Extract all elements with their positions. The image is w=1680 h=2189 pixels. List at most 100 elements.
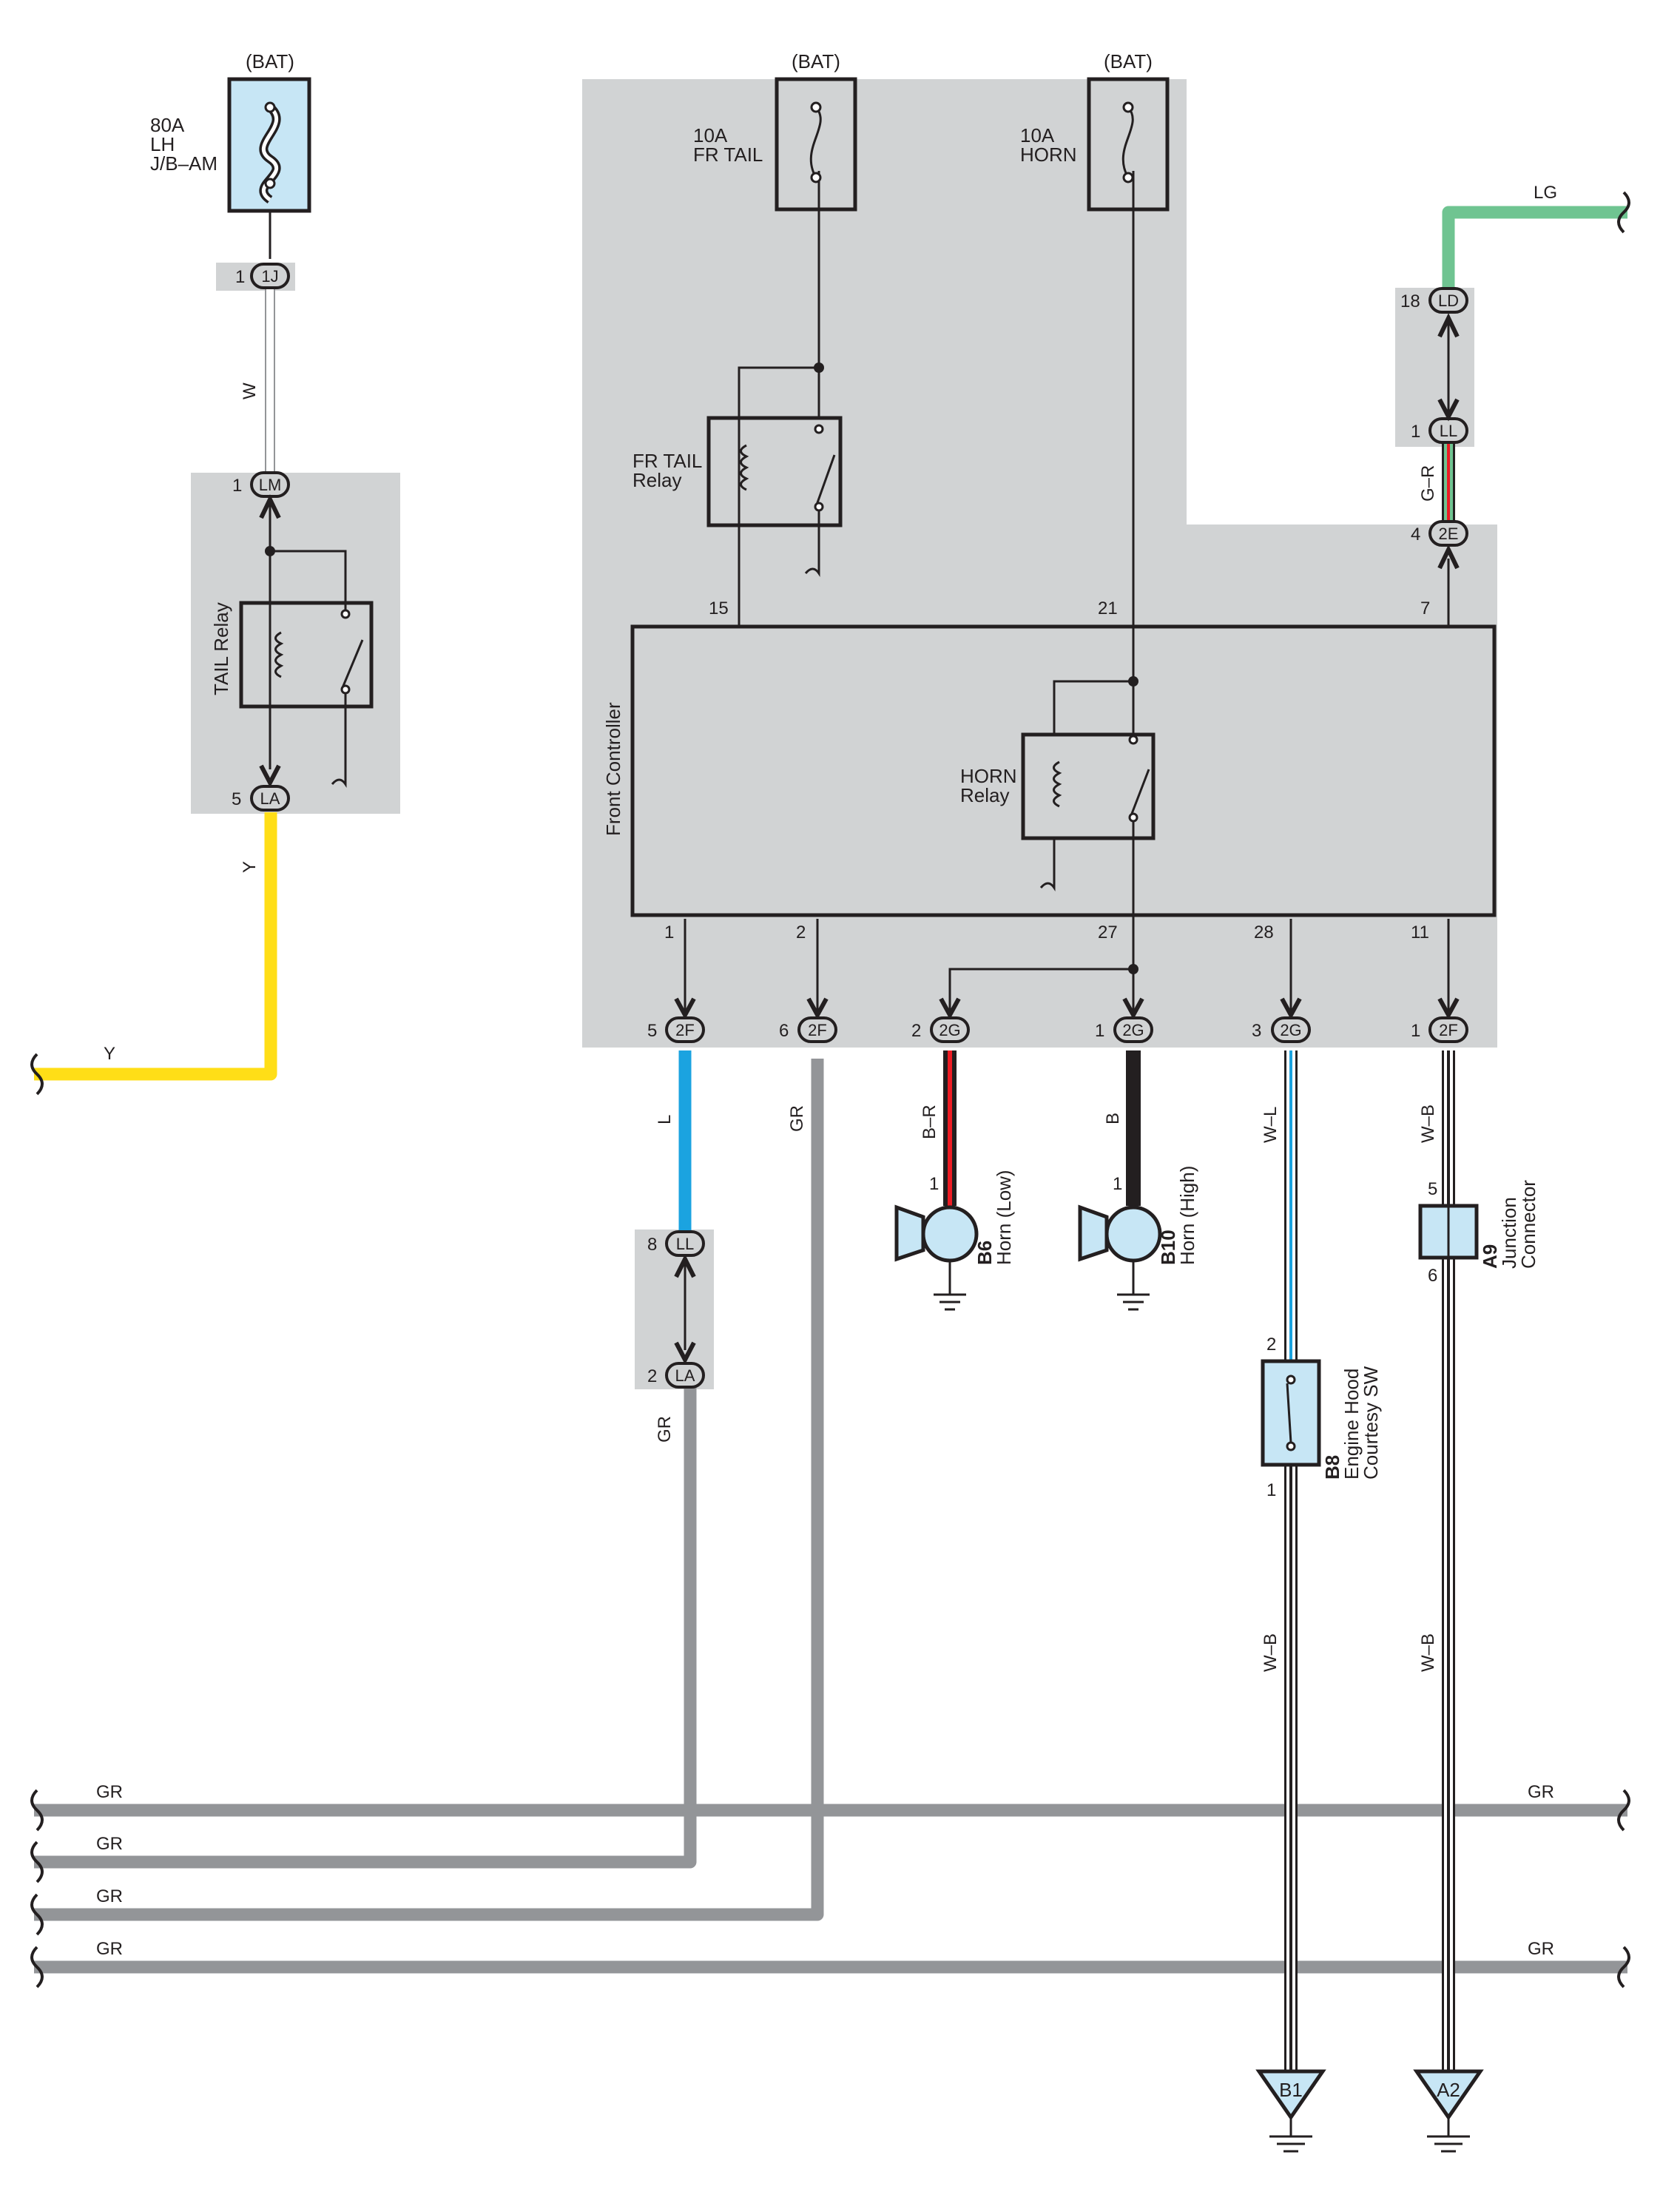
connector-lm: LM 1	[232, 471, 290, 519]
connector-2g-c: 2G 3	[1252, 997, 1311, 1043]
wire-lg	[1442, 206, 1627, 291]
fuse-horn-line-2: HORN	[1020, 144, 1077, 166]
svg-text:5: 5	[232, 789, 241, 809]
wire-break-marks	[30, 191, 1630, 1989]
horn-relay-line-2: Relay	[960, 784, 1009, 806]
fr-tail-relay: FR TAIL Relay	[632, 362, 843, 577]
b8-name-1: Engine Hood	[1340, 1369, 1363, 1480]
wire-label-gr-right-2: GR	[1528, 1939, 1554, 1959]
tail-relay-label: TAIL Relay	[210, 602, 232, 695]
svg-text:1: 1	[232, 476, 242, 496]
fuse-80a: (BAT) 80A LH J/B–AM	[150, 50, 311, 213]
tail-relay-panel	[191, 473, 400, 814]
pin-28: 28	[1254, 923, 1274, 942]
ground-a2-label: A2	[1437, 2079, 1460, 2101]
svg-text:LA: LA	[675, 1366, 695, 1385]
wire-label-y-vert: Y	[240, 861, 260, 873]
wire-gr-bus-2	[34, 1377, 697, 1869]
svg-text:1: 1	[1411, 422, 1420, 442]
ground-b1-label: B1	[1279, 2079, 1303, 2101]
wire-label-gr-bus-4: GR	[96, 1939, 123, 1959]
ground-b1: B1	[1255, 2069, 1326, 2153]
bus-wires	[34, 1059, 1627, 1974]
wire-label-y-horiz: Y	[104, 1044, 115, 1064]
horn-high-name: Horn (High)	[1176, 1166, 1198, 1265]
svg-text:2E: 2E	[1439, 525, 1459, 543]
fuse-horn-line-1: 10A	[1020, 124, 1055, 146]
fuse-80a-line-1: 80A	[150, 114, 185, 136]
connector-2e: 2E 4	[1411, 520, 1468, 570]
svg-text:LL: LL	[676, 1235, 694, 1253]
connector-la-mid: LA 2	[647, 1341, 705, 1389]
bat-label-3: (BAT)	[1104, 50, 1153, 72]
svg-text:1: 1	[235, 267, 245, 287]
svg-text:2: 2	[647, 1366, 657, 1386]
fuse-fr-tail-line-2: FR TAIL	[693, 144, 763, 166]
horn-high-pin: 1	[1113, 1174, 1122, 1194]
panels	[191, 79, 1497, 1389]
svg-text:LD: LD	[1438, 291, 1459, 310]
a9-pin-top: 5	[1428, 1179, 1437, 1199]
svg-text:8: 8	[647, 1235, 657, 1255]
svg-text:3: 3	[1252, 1021, 1261, 1041]
pin-7: 7	[1420, 598, 1430, 618]
svg-text:2F: 2F	[808, 1021, 827, 1039]
fuse-horn: (BAT) 10A HORN	[1020, 50, 1170, 212]
svg-text:1J: 1J	[261, 267, 278, 286]
connector-ld: LD 18	[1400, 287, 1468, 338]
fuse-80a-line-2: LH	[150, 133, 175, 155]
horn-high: 1 B10 Horn (High)	[1078, 1166, 1198, 1311]
connector-2f-c: 2F 1	[1411, 997, 1468, 1043]
horn-relay: HORN Relay	[960, 676, 1156, 974]
horn-relay-line-1: HORN	[960, 765, 1017, 787]
connector-2f-b: 2F 6	[779, 997, 837, 1043]
svg-text:4: 4	[1411, 525, 1420, 544]
ground-a2: A2	[1413, 2069, 1484, 2153]
tail-relay: TAIL Relay	[210, 546, 374, 788]
connector-2g-a: 2G 2	[911, 997, 970, 1043]
fuse-80a-line-3: J/B–AM	[150, 152, 217, 175]
connector-ll-mid: LL 8	[647, 1230, 705, 1278]
wire-label-w-b-a2: W–B	[1418, 1633, 1438, 1672]
svg-text:2F: 2F	[675, 1021, 695, 1039]
svg-text:2F: 2F	[1439, 1021, 1458, 1039]
wire-label-w: W	[240, 382, 260, 399]
horn-low-code: B6	[974, 1241, 996, 1265]
pin-27: 27	[1098, 923, 1118, 942]
wire-label-g-r: G–R	[1418, 465, 1438, 502]
wire-label-gr-la: GR	[655, 1416, 675, 1443]
svg-text:5: 5	[647, 1021, 657, 1041]
horn-low-name: Horn (Low)	[993, 1170, 1015, 1265]
a9-pin-bottom: 6	[1428, 1266, 1437, 1286]
svg-text:2G: 2G	[939, 1021, 960, 1039]
b8-code: B8	[1321, 1455, 1343, 1480]
pin-2: 2	[796, 923, 806, 942]
b8-pin-bottom: 1	[1266, 1480, 1276, 1500]
svg-text:2G: 2G	[1122, 1021, 1144, 1039]
svg-text:2G: 2G	[1280, 1021, 1301, 1039]
wire-label-lg: LG	[1534, 183, 1557, 203]
junction-connector-a9: 5 6 A9 Junction Connector	[1418, 1179, 1539, 1286]
pin-15: 15	[709, 598, 729, 618]
fr-tail-relay-line-1: FR TAIL	[632, 450, 702, 472]
wire-label-gr-bus-2: GR	[96, 1834, 123, 1854]
connector-1j: 1J 1	[235, 263, 290, 289]
pin-21: 21	[1098, 598, 1118, 618]
b8-pin-top: 2	[1266, 1335, 1276, 1355]
wire-label-gr-right-1: GR	[1528, 1782, 1554, 1802]
a9-name-1: Junction	[1498, 1197, 1520, 1269]
svg-text:1: 1	[1095, 1021, 1104, 1041]
b8-name-2: Courtesy SW	[1360, 1366, 1382, 1480]
a9-name-2: Connector	[1517, 1180, 1539, 1269]
wire-labels: W Y Y LG G–R L GR B–R B W–L W–B GR W–B W…	[96, 183, 1557, 1959]
fuse-fr-tail-line-1: 10A	[693, 124, 728, 146]
horn-low: 1 B6 Horn (Low)	[894, 1170, 1015, 1311]
bat-label-1: (BAT)	[246, 50, 294, 72]
front-controller-label: Front Controller	[602, 702, 624, 836]
wire-label-gr-6: GR	[787, 1105, 807, 1132]
schematic-lines	[269, 171, 1450, 1350]
connector-ll-top: LL 1	[1411, 398, 1468, 444]
wire-label-w-b-top: W–B	[1418, 1104, 1438, 1143]
wire-label-w-b-sw: W–B	[1261, 1633, 1281, 1672]
